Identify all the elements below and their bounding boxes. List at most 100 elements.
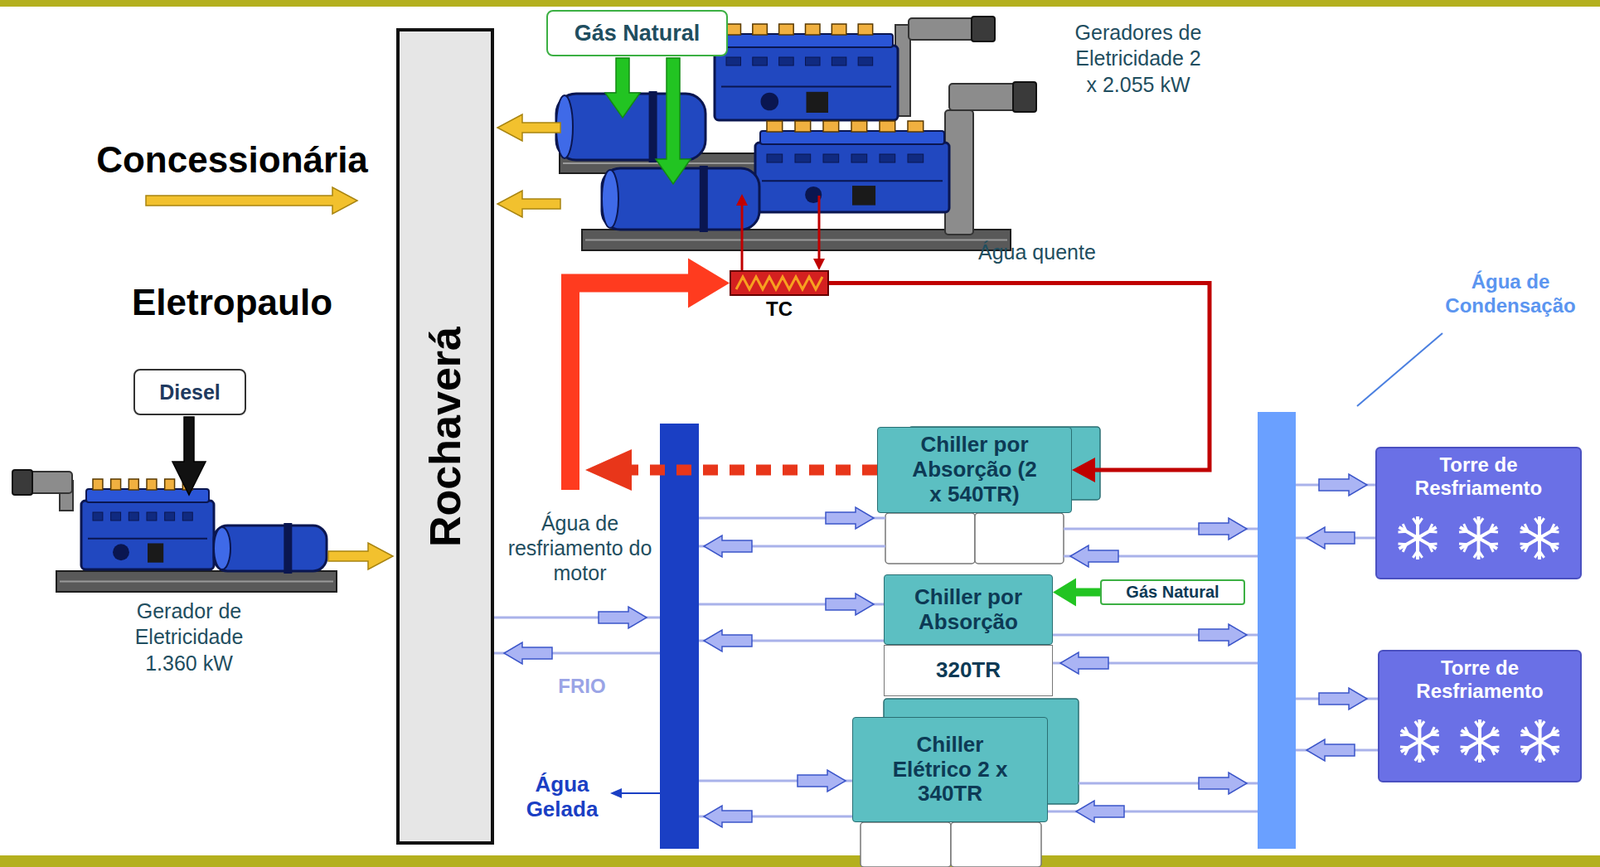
fuel-box: Gás Natural xyxy=(546,9,728,57)
chiller-label: Chiller por Absorção xyxy=(906,585,1031,636)
chiller-base: 320TR xyxy=(883,644,1053,697)
flow-arrow xyxy=(703,805,752,828)
flow-arrow xyxy=(1198,518,1247,540)
generator-caption: Geradores de Eletricidade 2 x 2.055 kW xyxy=(1067,19,1209,98)
flow-label: Água de resfriamento do motor xyxy=(507,510,653,586)
gas-arrow xyxy=(605,58,640,118)
snowflake-branch xyxy=(1539,551,1545,558)
engine-top xyxy=(719,33,893,48)
chilled-water-line xyxy=(620,792,660,795)
flow-label: FRIO xyxy=(540,674,624,699)
snowflake-branch xyxy=(1429,543,1438,547)
snowflake-branch xyxy=(1400,733,1409,737)
engine-top xyxy=(760,130,945,145)
engine-rib xyxy=(761,179,943,182)
node-label: Chiller por Absorção (2 x 540TR) xyxy=(908,432,1042,508)
engine-pulley xyxy=(761,92,780,112)
cylinder-head xyxy=(128,479,139,490)
cylinder-head xyxy=(92,479,103,490)
snowflake-branch xyxy=(1415,721,1421,728)
genset-base xyxy=(56,571,337,592)
engine-port xyxy=(164,512,175,521)
coil-symbol xyxy=(731,271,828,295)
engine-port xyxy=(805,57,821,66)
engine-part xyxy=(806,92,830,113)
leader-line xyxy=(1357,333,1443,407)
snowflake-branch xyxy=(1551,727,1555,735)
cooling-tower: Torre de Resfriamento xyxy=(1375,446,1582,580)
engine-port xyxy=(128,512,139,521)
generator-band xyxy=(649,91,658,163)
engine-port xyxy=(831,57,847,66)
pipe-cap xyxy=(971,16,995,42)
snowflake-arm xyxy=(1521,730,1559,752)
building-label: Rochaverá xyxy=(420,326,471,548)
snowflake-branch xyxy=(1520,733,1529,737)
flow-label: Água quente xyxy=(978,240,1128,265)
engine-block xyxy=(81,500,214,570)
snowflake-branch xyxy=(1474,721,1480,728)
chiller-box: Chiller por Absorção (2 x 540TR) xyxy=(877,426,1072,514)
chiller-base xyxy=(974,513,1064,564)
top-band xyxy=(0,0,1600,7)
cylinder-head xyxy=(752,24,768,35)
flow-arrow xyxy=(703,630,752,652)
cylinder-head xyxy=(146,479,157,490)
snowflake-arm xyxy=(1401,730,1439,752)
arrow-head xyxy=(688,258,730,309)
hot-water-line xyxy=(741,203,744,271)
flow-arrow xyxy=(1318,474,1368,496)
flow-arrow xyxy=(1060,652,1109,674)
power-arrow xyxy=(145,187,358,214)
snowflake-branch xyxy=(1551,543,1560,547)
power-arrow xyxy=(497,114,561,141)
cylinder-head xyxy=(779,24,795,35)
snowflake-branch xyxy=(1524,544,1528,553)
pipe-cap xyxy=(12,470,33,495)
snowflake-arm xyxy=(1398,527,1436,549)
flow-arrow xyxy=(1306,527,1355,549)
engine-port xyxy=(111,512,122,521)
cylinder-head xyxy=(164,479,175,490)
generator-band xyxy=(283,523,292,574)
condenser-water-header xyxy=(1257,412,1296,849)
chiller-box: Chiller por Absorção 320TR xyxy=(883,574,1053,697)
chiller-base xyxy=(860,822,951,867)
snowflake-arm xyxy=(1460,730,1499,752)
snowflake-branch xyxy=(1551,523,1555,532)
pipe-cap xyxy=(1013,82,1037,112)
snowflake-branch xyxy=(1464,544,1468,553)
cylinder-head xyxy=(111,479,122,490)
engine-block xyxy=(755,142,950,213)
fuel-arrow xyxy=(172,416,206,495)
snowflake-branch xyxy=(1525,747,1529,756)
snowflake-branch xyxy=(1551,746,1560,750)
snowflake-branch xyxy=(1535,721,1541,728)
arrow-head xyxy=(610,788,622,799)
flow-label: Água de Condensação xyxy=(1427,270,1594,319)
engine-port xyxy=(851,154,868,163)
chiller-box: Chiller Elétrico 2 x 340TR xyxy=(852,717,1048,823)
snowflake-branch xyxy=(1429,523,1433,532)
flow-label: Água Gelada xyxy=(520,772,604,823)
generator-body xyxy=(213,525,327,572)
engine-port xyxy=(907,154,924,163)
engine-part xyxy=(852,185,876,206)
snowflake-branch xyxy=(1412,518,1418,525)
engine-port xyxy=(726,57,742,66)
generator-body xyxy=(601,168,760,230)
engine-rib xyxy=(721,86,892,88)
snowflake-branch xyxy=(1464,747,1469,756)
cooling-tower: Torre de Resfriamento xyxy=(1377,649,1582,783)
base-rail xyxy=(585,239,1008,242)
flow-arrow xyxy=(598,606,647,629)
cylinder-head xyxy=(851,121,868,132)
bottom-band xyxy=(0,855,1600,867)
snowflake-branch xyxy=(1540,754,1546,762)
engine-port xyxy=(92,512,103,521)
snowflake-branch xyxy=(1430,727,1435,735)
arrow-head xyxy=(1071,457,1096,483)
snowflake-branch xyxy=(1534,518,1540,525)
